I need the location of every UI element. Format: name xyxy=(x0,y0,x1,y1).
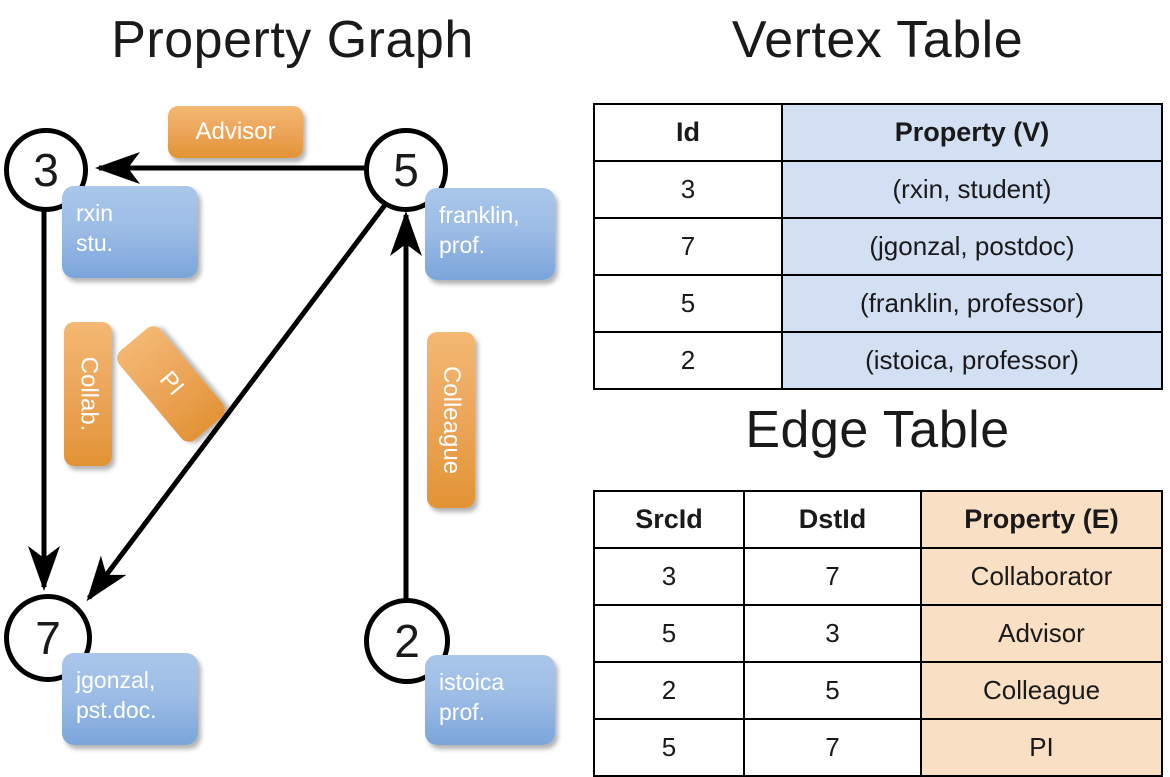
node-property-jgonzal-line2: pst.doc. xyxy=(76,697,157,723)
edge-row-2-dstid: 5 xyxy=(743,661,922,720)
edge-table-header-srcid: SrcId xyxy=(593,490,745,549)
edge-5-to-7 xyxy=(86,191,396,602)
edge-row-2-property: Colleague xyxy=(920,661,1163,720)
edge-label-collab-text: Collab. xyxy=(75,356,102,432)
graph-node-3-label: 3 xyxy=(33,144,59,196)
node-property-rxin-line2: stu. xyxy=(76,230,114,256)
edge-label-advisor-text: Advisor xyxy=(195,118,276,145)
vertex-row-0-id: 3 xyxy=(593,160,783,219)
node-property-istoica-line1: istoica xyxy=(439,669,505,695)
edge-row-1-dstid: 3 xyxy=(743,604,922,663)
edge-table-header-row: SrcId DstId Property (E) xyxy=(593,490,1163,549)
vertex-table-header-id: Id xyxy=(593,103,783,162)
node-property-box-rxin: rxin stu. xyxy=(62,186,198,278)
table-row: 2 5 Colleague xyxy=(593,661,1163,720)
edge-table: SrcId DstId Property (E) 3 7 Collaborato… xyxy=(593,490,1163,777)
vertex-table-header-row: Id Property (V) xyxy=(593,103,1163,162)
vertex-table-header-property: Property (V) xyxy=(781,103,1163,162)
vertex-row-1-id: 7 xyxy=(593,217,783,276)
vertex-table: Id Property (V) 3 (rxin, student) 7 (jgo… xyxy=(593,103,1163,390)
vertex-row-2-id: 5 xyxy=(593,274,783,333)
vertex-row-3-property: (istoica, professor) xyxy=(781,331,1163,390)
graph-node-5-label: 5 xyxy=(393,144,419,196)
edge-row-3-dstid: 7 xyxy=(743,718,922,777)
page-title-edge-table: Edge Table xyxy=(745,401,1010,459)
node-property-box-franklin: franklin, prof. xyxy=(425,188,555,280)
node-property-franklin-line2: prof. xyxy=(439,232,486,258)
node-property-jgonzal-line1: jgonzal, xyxy=(76,667,156,693)
table-row: 3 (rxin, student) xyxy=(593,160,1163,219)
edge-table-header-dstid: DstId xyxy=(743,490,922,549)
graph-node-5[interactable]: 5 xyxy=(364,128,448,212)
page-title-property-graph: Property Graph xyxy=(111,11,474,69)
edge-row-2-srcid: 2 xyxy=(593,661,745,720)
edge-label-advisor: Advisor xyxy=(168,106,303,158)
page-title-vertex-table: Vertex Table xyxy=(731,11,1024,69)
edge-row-0-property: Collaborator xyxy=(920,547,1163,606)
graph-node-2-label: 2 xyxy=(394,615,420,667)
node-property-istoica-line2: prof. xyxy=(439,699,486,725)
table-row: 5 7 PI xyxy=(593,718,1163,777)
edge-row-1-srcid: 5 xyxy=(593,604,745,663)
graph-node-7-label: 7 xyxy=(35,612,61,664)
edge-label-colleague-text: Colleague xyxy=(438,365,465,475)
vertex-row-2-property: (franklin, professor) xyxy=(781,274,1163,333)
table-row: 5 (franklin, professor) xyxy=(593,274,1163,333)
table-row: 7 (jgonzal, postdoc) xyxy=(593,217,1163,276)
table-row: 2 (istoica, professor) xyxy=(593,331,1163,390)
node-property-rxin-line1: rxin xyxy=(76,200,114,226)
vertex-row-1-property: (jgonzal, postdoc) xyxy=(781,217,1163,276)
vertex-row-3-id: 2 xyxy=(593,331,783,390)
graph-edges-layer xyxy=(28,152,422,602)
edge-label-colleague: Colleague xyxy=(427,332,475,508)
edge-label-pi-text: PI xyxy=(153,366,190,402)
node-property-box-jgonzal: jgonzal, pst.doc. xyxy=(62,653,198,745)
edge-row-0-srcid: 3 xyxy=(593,547,745,606)
edge-row-3-srcid: 5 xyxy=(593,718,745,777)
table-row: 3 7 Collaborator xyxy=(593,547,1163,606)
vertex-row-0-property: (rxin, student) xyxy=(781,160,1163,219)
graph-node-2[interactable]: 2 xyxy=(364,598,450,684)
table-row: 5 3 Advisor xyxy=(593,604,1163,663)
node-property-box-istoica: istoica prof. xyxy=(425,655,555,745)
edge-row-3-property: PI xyxy=(920,718,1163,777)
property-graph-diagram: 3 5 7 2 rxin stu. franklin, prof. jgonza… xyxy=(0,0,585,760)
edge-row-1-property: Advisor xyxy=(920,604,1163,663)
edge-table-header-property: Property (E) xyxy=(920,490,1163,549)
edge-label-collab: Collab. xyxy=(64,322,112,466)
edge-row-0-dstid: 7 xyxy=(743,547,922,606)
node-property-franklin-line1: franklin, xyxy=(439,202,520,228)
